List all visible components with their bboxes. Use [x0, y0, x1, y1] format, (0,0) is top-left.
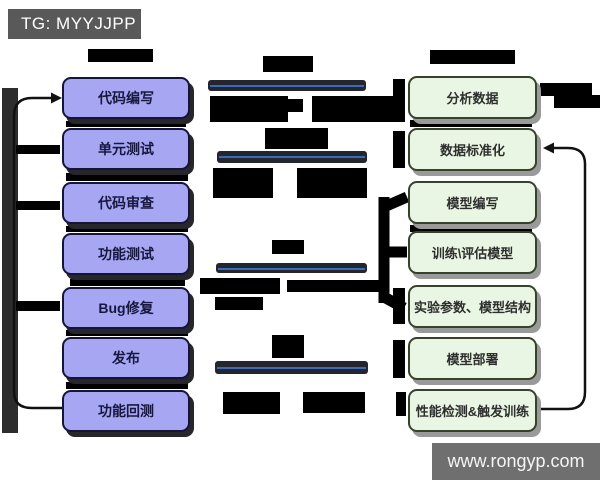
- right-loop-arrow: [540, 146, 587, 411]
- right-step-6-label: 模型部署: [446, 352, 499, 367]
- right-gap-connector: [410, 120, 532, 127]
- redacted-middle-text: [288, 99, 303, 112]
- left-step-6: 发布: [62, 337, 190, 379]
- right-step-3-label: 模型编写: [446, 196, 499, 211]
- right-step-4-label: 训练\评估模型: [431, 246, 514, 261]
- left-step-4: 功能测试: [62, 233, 190, 275]
- right-loop-arrowhead-icon: [543, 142, 554, 154]
- left-gap-connector: [66, 330, 188, 336]
- connector-to-unit-test: [16, 145, 60, 154]
- right-step-2-label: 数据标准化: [439, 143, 505, 158]
- redacted-middle-text: [210, 96, 288, 122]
- redacted-right-column-header: [430, 50, 515, 64]
- redacted-middle-text: [213, 168, 273, 198]
- right-step-6: 模型部署: [408, 337, 537, 380]
- left-step-4-label: 功能测试: [98, 246, 154, 262]
- right-step-5: 实验参数、模型结构: [408, 285, 537, 328]
- redacted-middle-text: [223, 392, 280, 414]
- redacted-middle-title-1: [263, 56, 313, 72]
- right-step-7-label: 性能检测&触发训练: [415, 404, 530, 419]
- right-step-2: 数据标准化: [408, 128, 537, 171]
- left-step-2: 单元测试: [62, 128, 190, 170]
- arrow-stub-analyze-data: [393, 79, 405, 115]
- left-step-3: 代码审查: [62, 182, 190, 224]
- left-step-3-label: 代码审查: [98, 195, 154, 211]
- right-step-4: 训练\评估模型: [408, 231, 537, 274]
- left-gap-connector: [66, 382, 188, 389]
- right-step-1-label: 分析数据: [446, 91, 499, 106]
- left-gap-connector: [66, 173, 188, 181]
- redacted-middle-text: [200, 278, 280, 294]
- arrow-stub-normalize-data: [393, 131, 405, 168]
- redacted-middle-title-3: [272, 240, 304, 254]
- redacted-middle-text: [312, 96, 405, 122]
- connector-analyze-out: [540, 83, 592, 96]
- divider-bar-4: [215, 361, 368, 374]
- connector-analyze-out: [554, 95, 600, 108]
- redacted-middle-text: [215, 297, 263, 310]
- left-step-1: 代码编写: [62, 77, 190, 119]
- left-step-2-label: 单元测试: [98, 141, 154, 157]
- left-gap-connector: [66, 121, 186, 127]
- redacted-middle-text: [297, 168, 367, 198]
- telegram-badge-label: TG: MYYJJPP: [21, 14, 137, 33]
- redacted-middle-title-4: [272, 335, 304, 358]
- left-step-5: Bug修复: [62, 287, 190, 329]
- arrow-stub-deploy: [393, 340, 405, 378]
- left-gap-connector: [66, 226, 188, 232]
- left-step-5-label: Bug修复: [98, 300, 154, 316]
- redacted-left-column-header: [88, 49, 153, 62]
- telegram-badge: TG: MYYJJPP: [8, 9, 141, 39]
- redacted-middle-title-2: [265, 128, 328, 149]
- connector-middle-to-fan: [287, 280, 387, 292]
- left-step-7: 功能回测: [62, 390, 190, 432]
- right-step-7: 性能检测&触发训练: [408, 389, 537, 432]
- left-step-6-label: 发布: [112, 350, 140, 366]
- right-step-1: 分析数据: [408, 76, 537, 119]
- left-feedback-trunk: [2, 88, 18, 433]
- arrow-stub-monitor: [396, 392, 406, 416]
- divider-bar-2: [217, 151, 367, 163]
- divider-bar-3: [216, 263, 367, 273]
- watermark: www.rongyp.com: [432, 443, 600, 480]
- redacted-middle-text: [303, 392, 365, 413]
- left-step-7-label: 功能回测: [98, 403, 154, 419]
- connector-to-code-review: [16, 201, 60, 210]
- watermark-label: www.rongyp.com: [447, 451, 585, 471]
- divider-bar-1: [208, 80, 366, 91]
- left-gap-connector: [70, 279, 185, 286]
- left-loop-arrowhead-icon: [51, 92, 62, 104]
- left-step-1-label: 代码编写: [98, 90, 154, 106]
- arrow-stub-experiment: [393, 288, 405, 324]
- right-gap-connector: [410, 225, 532, 232]
- connector-to-bug-fix: [16, 301, 60, 311]
- right-step-5-label: 实验参数、模型结构: [413, 300, 531, 315]
- right-step-3: 模型编写: [408, 181, 537, 224]
